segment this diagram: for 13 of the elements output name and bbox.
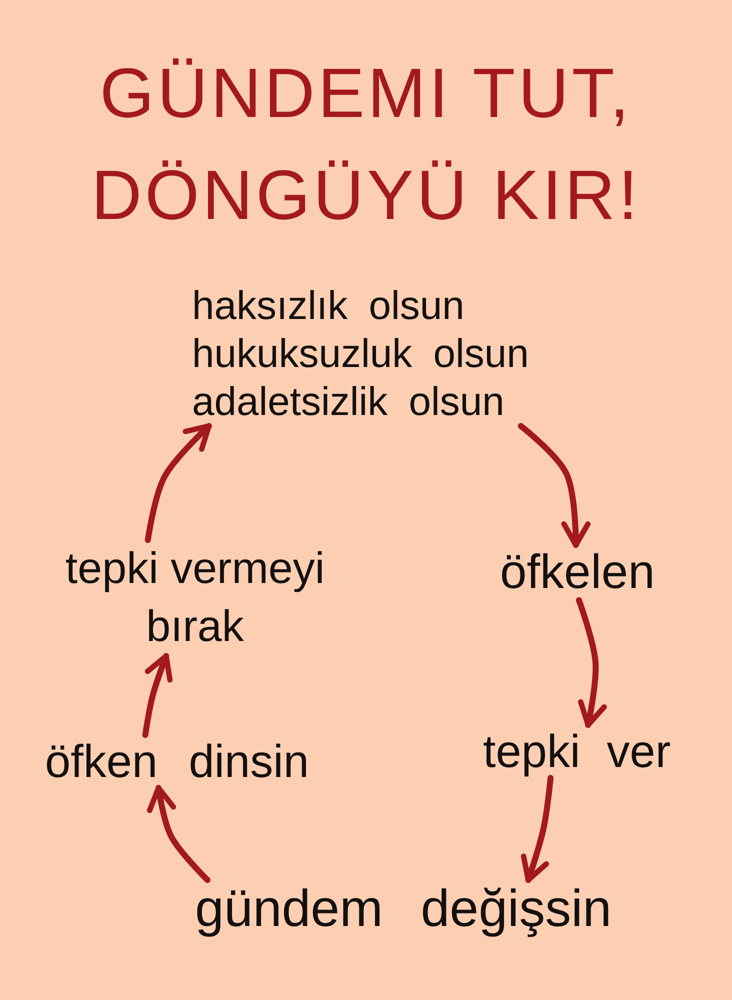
arrow bbox=[576, 597, 607, 728]
cycle-step-text: haksızlık olsun hukuksuzluk olsun adaletsizlik olsun bbox=[192, 282, 531, 426]
cycle-step-text: tepki ver bbox=[483, 725, 671, 778]
cycle-step-text: öfken dinsin bbox=[45, 735, 309, 788]
arrow bbox=[142, 653, 173, 738]
cycle-step-text: öfkelen bbox=[500, 545, 655, 600]
cycle-step-text: tepki vermeyi bırak bbox=[64, 540, 326, 656]
poster-title: GÜNDEMI TUT, DÖNGÜYÜ KIR! bbox=[90, 53, 642, 236]
arrow bbox=[518, 423, 590, 548]
cycle-step-text: gündem değişsin bbox=[195, 880, 612, 940]
arrow bbox=[147, 784, 210, 883]
arrow bbox=[144, 423, 212, 543]
arrow bbox=[520, 774, 554, 883]
